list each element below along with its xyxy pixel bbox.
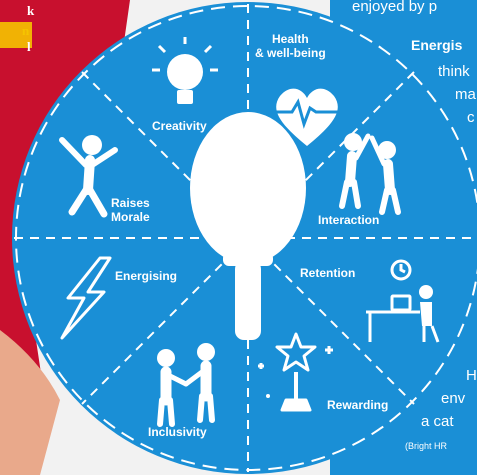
high-five-icon [339, 133, 401, 215]
hand-shape [0, 330, 60, 475]
segment-label-creativity: Creativity [152, 119, 207, 133]
morale-label: Morale [111, 210, 150, 224]
segment-label-interaction: Interaction [318, 213, 380, 227]
right-text-line2: Energis [411, 37, 463, 53]
desk-clock-icon [366, 259, 440, 343]
left-text-line2: n [22, 23, 30, 38]
ping-pong-paddle-icon [190, 112, 306, 340]
right-text-line7: env [441, 390, 466, 407]
trophy-star-icon [258, 332, 333, 412]
yellow-accent [0, 22, 32, 48]
right-text-line6: H [466, 367, 477, 384]
right-text-line8: a cat [421, 413, 454, 430]
right-text-line3: think [438, 63, 470, 80]
segment-label-health: Health & well-being [255, 32, 326, 60]
handshake-icon [157, 343, 215, 427]
left-text-line3: l [27, 39, 31, 54]
segment-label-energising: Energising [115, 269, 178, 283]
segment-label-raises-morale: Raises Morale [111, 196, 150, 224]
health-label: Health [271, 32, 309, 46]
lightning-icon [60, 256, 112, 340]
segment-label-retention: Retention [300, 266, 356, 280]
left-text-line1: k [27, 3, 35, 18]
right-text-line1: enjoyed by p [352, 0, 438, 15]
lightbulb-icon [152, 37, 218, 104]
raises-label: Raises [111, 196, 150, 210]
wellbeing-label: & well-being [255, 46, 326, 60]
heart-rate-icon [276, 88, 340, 146]
right-text-line9: (Bright HR [405, 441, 448, 451]
right-text-line5: c [467, 109, 475, 126]
right-text-line4: ma [455, 86, 476, 103]
jumping-person-icon [59, 135, 118, 218]
segment-label-inclusivity: Inclusivity [148, 425, 207, 439]
segment-label-rewarding: Rewarding [327, 398, 389, 412]
